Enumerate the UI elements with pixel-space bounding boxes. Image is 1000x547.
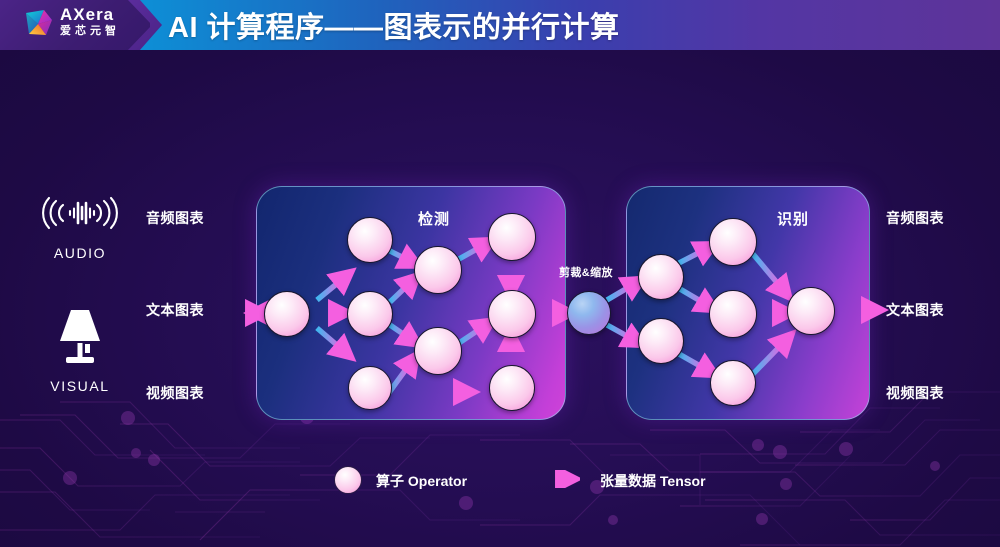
crop-scale-label: 剪裁&缩放: [559, 267, 613, 279]
operator-node[interactable]: [414, 327, 462, 375]
logo-block: [0, 0, 150, 50]
right-label-audio-graph: 音频图表: [886, 210, 944, 226]
operator-node[interactable]: [414, 246, 462, 294]
modality-visual: VISUAL: [25, 305, 135, 394]
modality-audio: AUDIO: [25, 192, 135, 261]
crop-scale-node[interactable]: [567, 291, 611, 335]
title-banner: AI 计算程序——图表示的并行计算: [0, 0, 1000, 50]
left-label-text-graph: 文本图表: [146, 302, 204, 318]
operator-node[interactable]: [710, 360, 756, 406]
left-label-video-graph: 视频图表: [146, 385, 204, 401]
legend-operator-icon: [334, 466, 362, 494]
left-label-audio-graph: 音频图表: [146, 210, 204, 226]
brand-logo[interactable]: AXera 爱芯元智: [22, 5, 132, 45]
desk-lamp-icon: [60, 310, 100, 363]
operator-node[interactable]: [488, 290, 536, 338]
legend-tensor-arrow-icon: [514, 470, 580, 488]
modality-audio-label: AUDIO: [53, 245, 107, 261]
page-title: AI 计算程序——图表示的并行计算: [168, 12, 620, 44]
brand-name-cn: 爱芯元智: [60, 25, 120, 37]
legend-operator-label: 算子 Operator: [376, 473, 468, 489]
operator-node[interactable]: [348, 366, 392, 410]
operator-node[interactable]: [488, 213, 536, 261]
operator-node[interactable]: [489, 365, 535, 411]
operator-node[interactable]: [709, 290, 757, 338]
operator-node[interactable]: [638, 254, 684, 300]
right-label-text-graph: 文本图表: [886, 302, 944, 318]
operator-node[interactable]: [347, 217, 393, 263]
axera-logo-icon: [26, 10, 52, 35]
legend-tensor-label: 张量数据 Tensor: [600, 473, 706, 489]
graph-box-recognize-title: 识别: [777, 211, 810, 228]
brand-text: AXera 爱芯元智: [60, 5, 120, 38]
operator-node[interactable]: [787, 287, 835, 335]
operator-node[interactable]: [638, 318, 684, 364]
audio-wave-icon: [42, 196, 118, 230]
brand-name-en: AXera: [60, 5, 115, 24]
operator-node[interactable]: [347, 291, 393, 337]
graph-box-detect-title: 检测: [418, 211, 451, 228]
right-label-video-graph: 视频图表: [886, 385, 944, 401]
operator-node[interactable]: [709, 218, 757, 266]
modality-visual-label: VISUAL: [50, 378, 110, 394]
operator-node[interactable]: [264, 291, 310, 337]
